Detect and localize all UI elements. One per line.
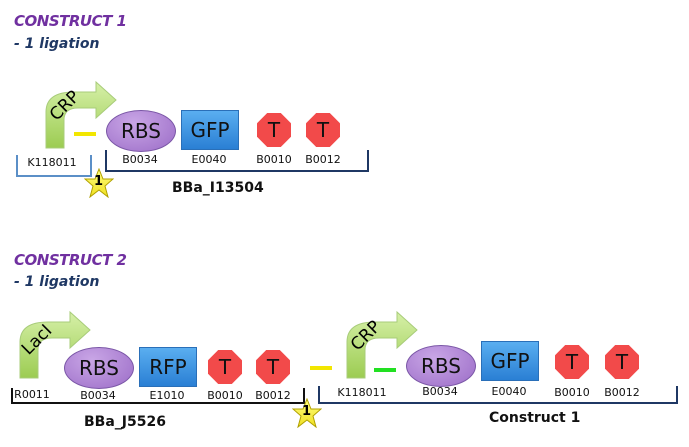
terminator-label: T [565, 350, 579, 374]
construct1-heading: CONSTRUCT 1 [14, 12, 127, 30]
rbs-label: RBS [79, 356, 119, 380]
rbs-label: RBS [121, 119, 161, 143]
assembly-label: Construct 1 [489, 410, 581, 426]
green-scar [374, 368, 396, 372]
promoter-crp-icon: CRP [345, 310, 425, 380]
part-label: K118011 [337, 386, 387, 399]
cds-label: GFP [490, 349, 530, 373]
terminator-icon: T [208, 350, 242, 384]
terminator-icon: T [257, 113, 291, 147]
part-label: B0012 [255, 389, 291, 402]
terminator-icon: T [256, 350, 290, 384]
part-label: B0012 [305, 153, 341, 166]
promoter-crp-icon: CRP [44, 80, 124, 150]
star-number: 1 [94, 174, 104, 189]
assembly-label: BBa_I13504 [172, 180, 264, 196]
promoter-laci-icon: LacI [18, 310, 98, 380]
part-label: E0040 [491, 385, 527, 398]
part-label: E1010 [149, 389, 185, 402]
part-bracket-k118011 [16, 155, 92, 177]
terminator-label: T [267, 118, 281, 142]
rbs-icon: RBS [64, 347, 134, 389]
cds-label: RFP [149, 355, 187, 379]
terminator-label: T [615, 350, 629, 374]
terminator-label: T [218, 355, 232, 379]
gfp-cds-icon: GFP [181, 110, 239, 150]
part-label: B0010 [207, 389, 243, 402]
part-bracket-bba-i13504 [105, 150, 369, 172]
star-number: 1 [302, 404, 312, 419]
construct2-subheading: - 1 ligation [14, 274, 100, 290]
rbs-label: RBS [421, 354, 461, 378]
assembly-label: BBa_J5526 [84, 414, 166, 430]
terminator-label: T [316, 118, 330, 142]
terminator-icon: T [555, 345, 589, 379]
gfp-cds-icon: GFP [481, 341, 539, 381]
part-label: E0040 [191, 153, 227, 166]
part-label: B0010 [554, 386, 590, 399]
part-label: R0011 [14, 388, 50, 401]
rbs-icon: RBS [406, 345, 476, 387]
ligation-star-icon: 1 [83, 167, 115, 199]
part-label: B0012 [604, 386, 640, 399]
part-label: B0034 [80, 389, 116, 402]
terminator-icon: T [605, 345, 639, 379]
part-label: B0034 [422, 385, 458, 398]
part-label: B0010 [256, 153, 292, 166]
construct1-subheading: - 1 ligation [14, 36, 100, 52]
construct2-heading: CONSTRUCT 2 [14, 251, 127, 269]
part-label: K118011 [27, 156, 77, 169]
part-bracket-construct-1 [318, 386, 678, 404]
terminator-label: T [266, 355, 280, 379]
terminator-icon: T [306, 113, 340, 147]
cds-label: GFP [190, 118, 230, 142]
ligation-star-icon: 1 [291, 397, 323, 429]
part-label: B0034 [122, 153, 158, 166]
rfp-cds-icon: RFP [139, 347, 197, 387]
rbs-icon: RBS [106, 110, 176, 152]
part-bracket-bba-j5526 [11, 388, 305, 404]
yellow-scar [74, 132, 96, 136]
yellow-scar [310, 366, 332, 370]
